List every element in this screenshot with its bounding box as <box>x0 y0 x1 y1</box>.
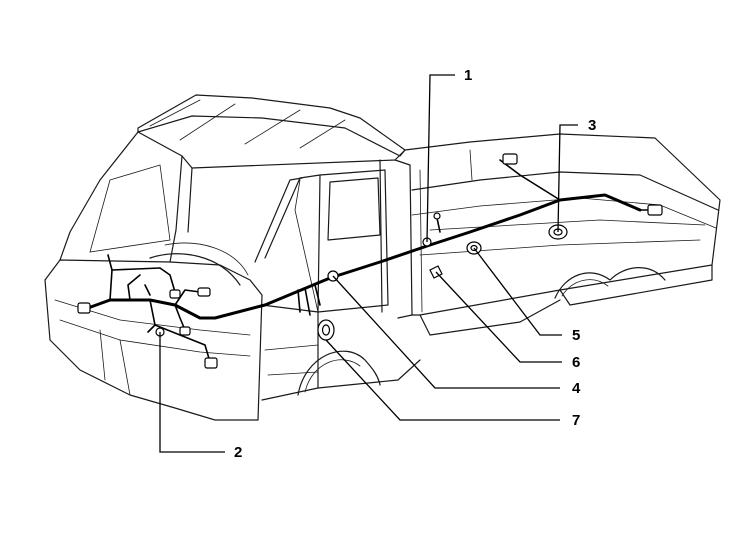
vehicle-outline <box>44 94 721 421</box>
callout-4-label: 4 <box>572 380 581 397</box>
callout-2: 2 <box>159 332 242 461</box>
callout-6: 6 <box>435 271 580 371</box>
callout-3-label: 3 <box>588 117 596 134</box>
callout-4: 4 <box>332 275 581 397</box>
dash-connector-a <box>197 287 211 297</box>
front-left-connector <box>77 302 91 314</box>
dash-connector-b <box>169 289 181 299</box>
front-harness <box>86 254 217 363</box>
callout-5: 5 <box>473 247 580 344</box>
front-right-connector <box>204 357 218 369</box>
callout-1: 1 <box>426 67 472 243</box>
callout-5-label: 5 <box>572 327 580 344</box>
dash-connector-c <box>179 326 191 336</box>
callout-1-label: 1 <box>464 67 472 84</box>
callout-2-label: 2 <box>234 444 242 461</box>
callout-6-label: 6 <box>572 354 580 371</box>
rear-connector-right <box>647 204 663 216</box>
rear-connector-left <box>502 153 518 165</box>
callout-3: 3 <box>557 117 596 233</box>
callout-7: 7 <box>325 339 580 429</box>
main-harness <box>213 159 661 320</box>
callout-7-label: 7 <box>572 412 580 429</box>
item-7-grommet <box>317 319 335 341</box>
